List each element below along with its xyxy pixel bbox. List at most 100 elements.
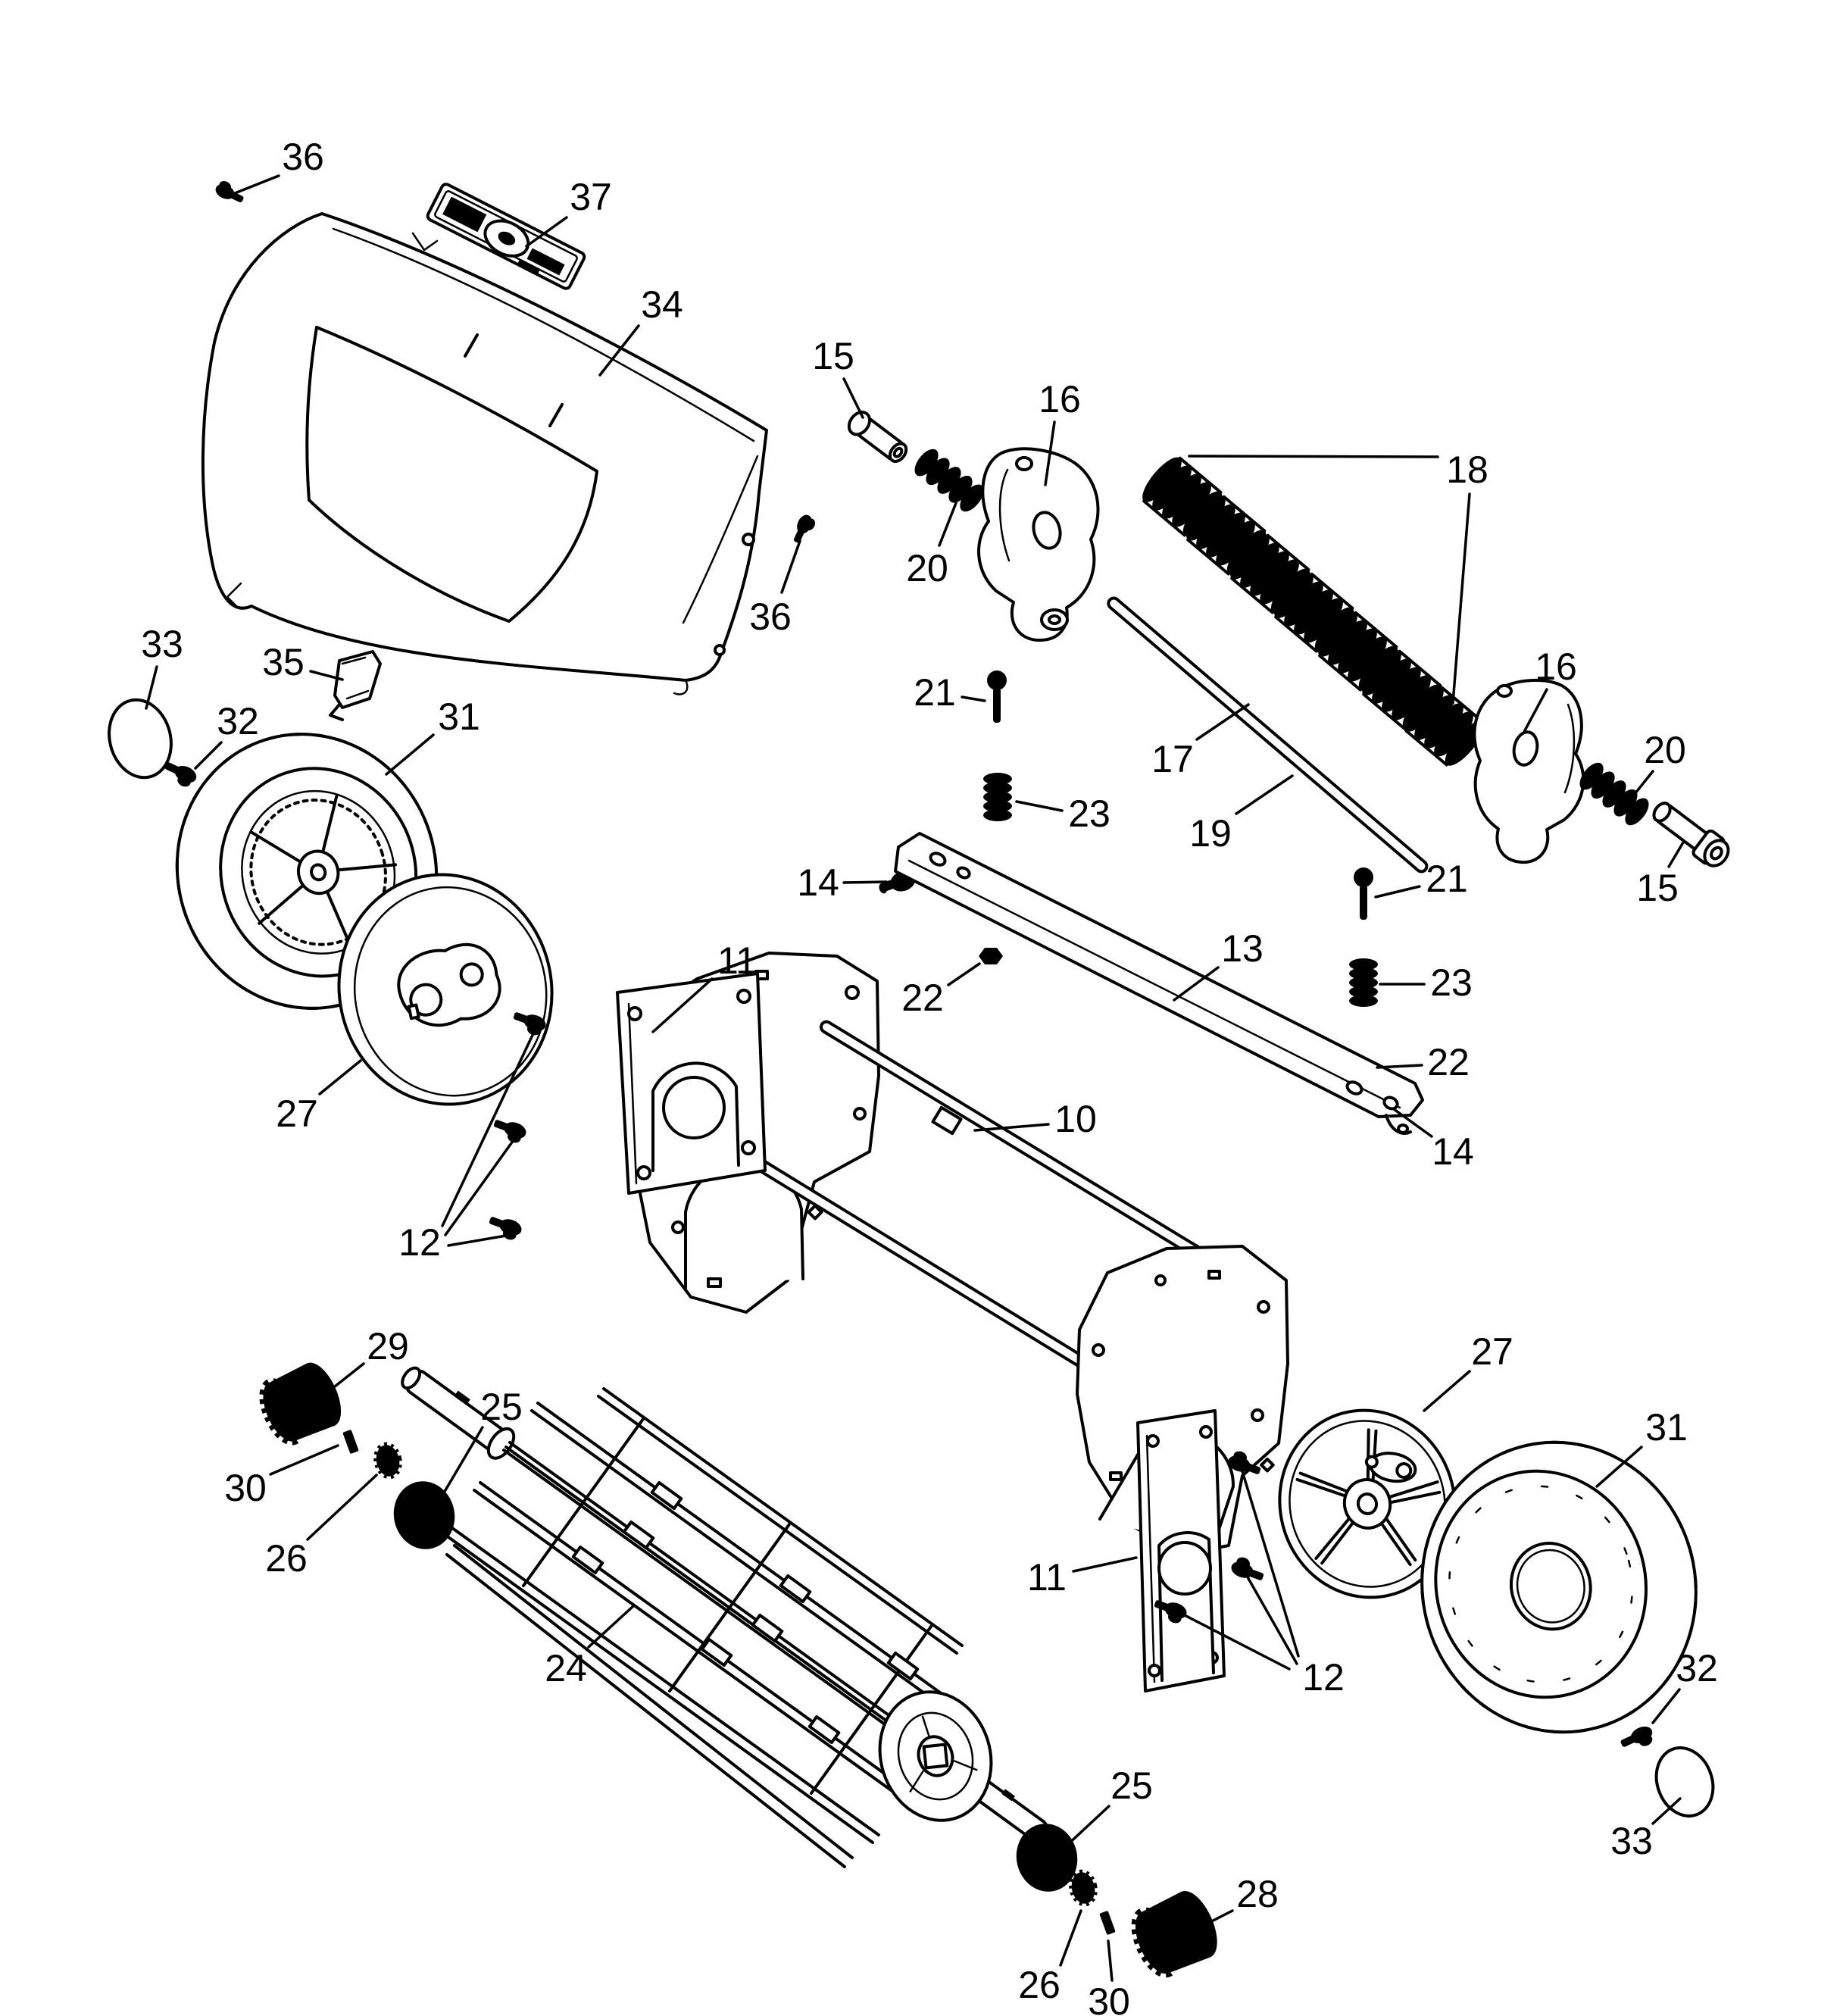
part-22-nut-left [979, 948, 1003, 964]
callout-14: 14 [797, 861, 839, 904]
part-25-bearing-left [387, 1475, 461, 1555]
callout-21: 21 [1426, 858, 1468, 900]
callout-17: 17 [1151, 738, 1194, 780]
leader-line-33 [1651, 1797, 1682, 1825]
leader-line-11 [651, 977, 714, 1033]
part-32-bolt-right [1618, 1723, 1657, 1755]
callout-33: 33 [1610, 1820, 1653, 1862]
leader-line-25 [442, 1426, 484, 1496]
leader-line-26 [1059, 1909, 1082, 1967]
callout-32: 32 [1676, 1647, 1718, 1689]
callout-36: 36 [282, 136, 324, 178]
part-34-cover [201, 212, 768, 695]
leader-line-21 [1374, 885, 1421, 899]
leader-line-12 [447, 1233, 512, 1247]
leader-line-23 [1015, 800, 1064, 812]
callout-27: 27 [1471, 1330, 1513, 1373]
part-33-cap-left [108, 698, 173, 780]
leader-line-37 [525, 216, 568, 248]
leader-line-25 [1064, 1805, 1110, 1849]
callout-19: 19 [1189, 812, 1232, 855]
leader-line-20 [938, 502, 957, 547]
leader-line-27 [1423, 1370, 1471, 1412]
part-35-clip [329, 650, 382, 721]
leader-line-34 [598, 324, 640, 377]
part-11-bearing-plate-left [616, 972, 767, 1195]
callout-31: 31 [438, 695, 480, 738]
part-21-bolt-right [1354, 867, 1373, 920]
part-30-key-left [342, 1429, 359, 1455]
part-24-reel [401, 1366, 1052, 1868]
leader-line-21 [961, 695, 986, 702]
leader-line-28 [1191, 1909, 1234, 1933]
part-23-spring-left [983, 773, 1012, 821]
leader-line-32 [1651, 1688, 1681, 1724]
leader-line-17 [1195, 703, 1250, 741]
callout-27: 27 [276, 1092, 318, 1135]
leader-line-31 [1595, 1446, 1643, 1488]
callout-12: 12 [398, 1221, 441, 1264]
callout-16: 16 [1039, 378, 1081, 420]
callout-20: 20 [906, 547, 948, 589]
callout-12: 12 [1302, 1656, 1345, 1699]
callout-16: 16 [1535, 645, 1577, 688]
part-26-washer-left [373, 1442, 402, 1478]
callout-20: 20 [1644, 729, 1686, 771]
leader-line-35 [309, 670, 344, 681]
callout-34: 34 [641, 283, 683, 326]
leader-line-15 [1667, 841, 1685, 868]
leader-line-16 [1523, 688, 1548, 733]
part-36-screw-right [789, 512, 818, 547]
leader-line-32 [194, 741, 223, 770]
part-23-spring-right [1349, 958, 1378, 1007]
leader-line-14 [1392, 1108, 1433, 1138]
leader-line-11 [1072, 1556, 1138, 1573]
callout-layer: 3637343536152016181719162015212321231314… [141, 136, 1718, 2016]
callout-33: 33 [141, 623, 183, 665]
part-27-wheel-hub-right [1278, 1408, 1457, 1599]
part-16-bracket-left [977, 447, 1100, 642]
leader-line-22 [1376, 1064, 1423, 1069]
part-11-bearing-plate-right [1136, 1409, 1226, 1693]
callout-29: 29 [367, 1325, 409, 1367]
part-17-shaft [1107, 596, 1429, 874]
callout-32: 32 [217, 700, 259, 742]
leader-line-12 [441, 1029, 536, 1227]
leader-line-30 [269, 1444, 339, 1476]
callout-23: 23 [1430, 961, 1473, 1004]
leader-line-13 [1173, 966, 1220, 1002]
callout-23: 23 [1068, 792, 1110, 835]
leader-line-18 [1451, 492, 1471, 705]
callout-31: 31 [1645, 1406, 1688, 1449]
leader-line-33 [145, 665, 158, 710]
part-31-wheel-right [1420, 1440, 1698, 1734]
part-30-key-right [1099, 1910, 1116, 1936]
leader-line-14 [842, 880, 888, 884]
part-16-bracket-right [1473, 678, 1585, 864]
part-29-pinion-left [255, 1357, 349, 1449]
part-36-screw-left [213, 178, 248, 207]
callout-36: 36 [749, 595, 792, 638]
callout-15: 15 [812, 335, 854, 377]
leader-line-27 [318, 1059, 362, 1096]
callout-25: 25 [1110, 1764, 1153, 1807]
part-28-pinion-right [1126, 1885, 1226, 1982]
leader-line-24 [587, 1605, 635, 1649]
leader-line-22 [947, 962, 981, 986]
leader-line-16 [1044, 420, 1056, 486]
part-33-cap-right [1654, 1746, 1715, 1818]
callout-14: 14 [1432, 1130, 1474, 1173]
callout-15: 15 [1636, 867, 1679, 909]
part-15-bolt-right [1652, 802, 1730, 867]
leader-line-19 [1235, 774, 1294, 815]
part-20-spring-right [1575, 758, 1654, 830]
leader-line-36 [230, 174, 280, 196]
part-20-spring-left [910, 445, 989, 516]
callout-13: 13 [1221, 927, 1264, 970]
leader-line-12 [1180, 1612, 1291, 1671]
callout-28: 28 [1236, 1873, 1279, 1915]
leader-line-12 [1245, 1574, 1298, 1665]
part-13-blade-bar [894, 832, 1424, 1135]
